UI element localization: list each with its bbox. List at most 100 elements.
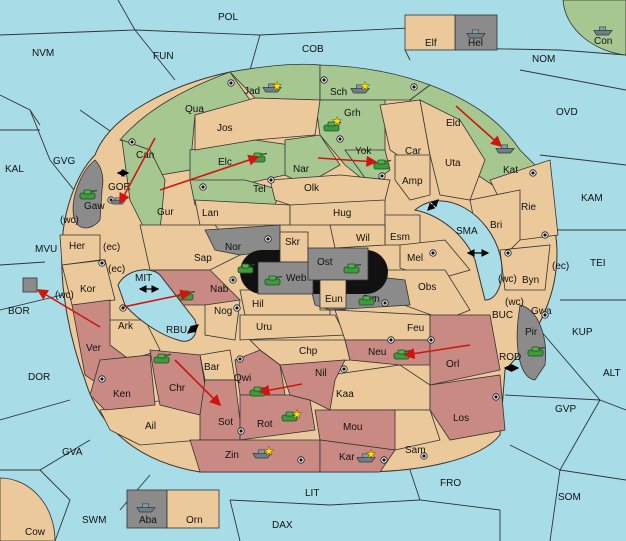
sea-label-kam: KAM	[581, 193, 603, 204]
prov-label-elf: Elf	[425, 38, 437, 49]
prov-label-eld: Eld	[446, 118, 460, 129]
prov-label-obs: Obs	[418, 282, 436, 293]
supply-center-icon	[387, 336, 395, 344]
supply-center-icon	[378, 172, 386, 180]
prov-label-nil: Nil	[315, 368, 327, 379]
sea-label-cob: COB	[302, 44, 324, 55]
sea-label-gor: GOR	[108, 182, 131, 193]
prov-label-jad: Jad	[244, 86, 260, 97]
supply-center-icon	[227, 79, 235, 87]
supply-center-icon	[381, 299, 389, 307]
sea-label-nvm: NVM	[32, 48, 54, 59]
sea-label-nom: NOM	[532, 54, 555, 65]
supply-center-icon	[229, 276, 237, 284]
prov-label-orn: Orn	[186, 515, 203, 526]
prov-label-nar: Nar	[293, 164, 310, 175]
prov-label-hil: Hil	[252, 299, 264, 310]
prov-label-gaw: Gaw	[84, 201, 105, 212]
prov-label-gur: Gur	[157, 207, 174, 218]
prov-label-elc: Elc	[218, 157, 232, 168]
prov-label-kat: Kat	[503, 165, 518, 176]
prov-label-yok: Yok	[355, 146, 372, 157]
prov-label-bri: Bri	[490, 220, 502, 231]
supply-center-icon	[320, 76, 328, 84]
supply-center-icon	[336, 135, 344, 143]
prov-label-hel: Hel	[468, 38, 483, 49]
prov-label-sch: Sch	[330, 87, 347, 98]
prov-label-hug: Hug	[333, 208, 351, 219]
coast-tag: (wc)	[505, 297, 524, 308]
supply-center-icon	[541, 311, 549, 319]
sea-label-sma: SMA	[456, 226, 478, 237]
prov-label-cow: Cow	[25, 527, 46, 538]
sea-mit-rbu	[117, 269, 197, 342]
prov-label-kaa: Kaa	[336, 389, 354, 400]
coast-tags: (wc) (ec) (ec) (wc) (wc) (ec) (wc)	[55, 215, 569, 308]
prov-label-chr: Chr	[169, 383, 186, 394]
prov-label-gwa: Gwa	[531, 306, 552, 317]
prov-label-sam: Sam	[405, 445, 426, 456]
supply-center-icon	[504, 249, 512, 257]
supply-center-icon	[297, 456, 305, 464]
sea-label-rod: ROD	[499, 352, 521, 363]
sea-label-alt: ALT	[603, 368, 621, 379]
prov-label-nog: Nog	[214, 306, 232, 317]
sea-label-bor: BOR	[8, 306, 30, 317]
sea-label-ovd: OVD	[556, 107, 578, 118]
prov-label-mel: Mel	[407, 253, 423, 264]
prov-label-eun: Eun	[325, 294, 343, 305]
prov-label-kor: Kor	[80, 284, 96, 295]
prov-label-uru: Uru	[256, 322, 272, 333]
sea-label-mvu: MVU	[35, 244, 57, 255]
supply-center-icon	[340, 365, 348, 373]
prov-label-skr: Skr	[285, 237, 301, 248]
sea-label-rbu: RBU	[166, 325, 187, 336]
sea-label-fun: FUN	[153, 51, 174, 62]
supply-center-icon	[429, 249, 437, 257]
supply-center-icon	[410, 83, 418, 91]
coast-tag: (ec)	[103, 242, 120, 253]
supply-center-icon	[98, 375, 106, 383]
prov-label-olk: Olk	[304, 183, 320, 194]
supply-center-icon	[233, 304, 241, 312]
prov-label-jos: Jos	[217, 123, 233, 134]
box-elf	[404, 14, 456, 51]
supply-center-icon	[128, 138, 136, 146]
box-orn	[166, 489, 220, 529]
coast-tag: (wc)	[498, 274, 517, 285]
coast-tag: (ec)	[108, 264, 125, 275]
sea-label-gvg: GVG	[53, 156, 75, 167]
prov-label-ver: Ver	[86, 343, 102, 354]
prov-label-uta: Uta	[445, 158, 461, 169]
prov-label-car: Car	[405, 146, 422, 157]
supply-center-icon	[267, 176, 275, 184]
prov-label-her: Her	[69, 241, 86, 252]
prov-label-sap: Sap	[194, 253, 212, 264]
prov-label-qua: Qua	[185, 104, 204, 115]
prov-label-los: Los	[453, 413, 469, 424]
prov-label-kar: Kar	[339, 452, 355, 463]
coast-tag: (wc)	[55, 290, 74, 301]
sea-label-fro: FRO	[440, 478, 461, 489]
prov-label-qwi: Qwi	[234, 373, 251, 384]
prov-label-bar: Bar	[204, 362, 220, 373]
prov-label-zin: Zin	[225, 450, 239, 461]
prov-label-ost: Ost	[317, 257, 333, 268]
supply-center-icon	[264, 235, 272, 243]
province-labels: Elf Hel Con Jad Sch Qua Jos Grh Eld Can …	[25, 36, 612, 538]
prov-label-tel: Tel	[253, 184, 266, 195]
sea-label-dor: DOR	[28, 372, 50, 383]
prov-label-ail: Ail	[145, 421, 156, 432]
sea-label-buc: BUC	[492, 310, 513, 321]
sea-label-pol: POL	[218, 12, 238, 23]
prov-label-sot: Sot	[218, 417, 233, 428]
sea-zone-labels: POL NVM FUN COB NOM OVD KAL GVG MVU BOR …	[5, 12, 621, 531]
sea-label-tei: TEI	[590, 258, 606, 269]
prov-label-grh: Grh	[344, 108, 361, 119]
prov-label-nor: Nor	[225, 242, 242, 253]
prov-label-con: Con	[594, 36, 612, 47]
prov-label-chp: Chp	[299, 346, 318, 357]
prov-label-wil: Wil	[356, 233, 370, 244]
